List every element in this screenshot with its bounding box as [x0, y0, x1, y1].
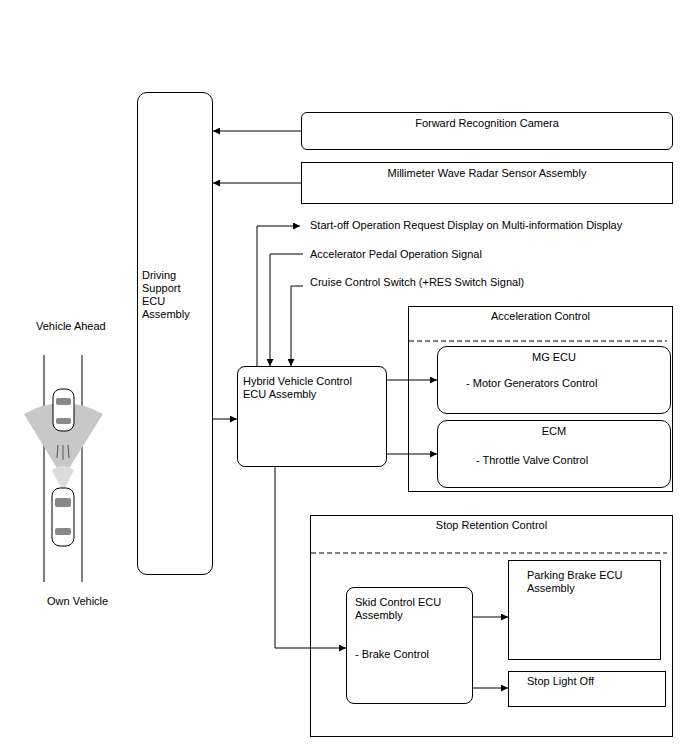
node-title: Forward Recognition Camera [302, 117, 672, 130]
road-line [82, 355, 83, 582]
group-box: Acceleration Control MG ECU - Motor Genera… [408, 306, 673, 492]
dashed-divider [409, 341, 667, 342]
illustration-label: Vehicle Ahead [36, 320, 106, 333]
node-title: Acceleration Control [409, 310, 672, 323]
dashed-divider [311, 553, 667, 554]
connector-arrow [213, 183, 301, 184]
signal-label: Start-off Operation Request Display on M… [310, 219, 622, 232]
ecu-box: Driving Support ECU Assembly [137, 92, 213, 575]
ecu-box: Parking Brake ECU Assembly [508, 560, 661, 660]
node-detail: - Motor Generators Control [466, 377, 670, 390]
connector-arrow [213, 419, 237, 420]
output-box: Stop Light Off [508, 671, 666, 707]
connector-arrow [387, 454, 437, 455]
node-title: Parking Brake ECU Assembly [527, 569, 647, 595]
signal-label: Cruise Control Switch (+RES Switch Signa… [310, 276, 524, 289]
illustration-label: Own Vehicle [47, 595, 108, 608]
ecu-box: MG ECU - Motor Generators Control [437, 346, 671, 414]
ecu-box: Skid Control ECU Assembly - Brake Control [346, 587, 473, 704]
group-box: Stop Retention ControlSkid Control ECU A… [310, 515, 673, 737]
own-vehicle-car [52, 488, 74, 546]
ecu-box: ECM - Throttle Valve Control [437, 420, 671, 488]
signal-line [291, 286, 303, 366]
node-title: Driving Support ECU Assembly [142, 269, 206, 321]
node-title: Hybrid Vehicle Control ECU Assembly [243, 375, 373, 401]
vehicle-ahead-car [53, 389, 74, 431]
ecu-box: Hybrid Vehicle Control ECU Assembly [237, 366, 387, 467]
node-title: Millimeter Wave Radar Sensor Assembly [302, 167, 672, 180]
signal-line [257, 226, 300, 366]
dashes [57, 445, 69, 460]
node-detail: - Brake Control [355, 648, 472, 661]
road-line [44, 355, 45, 582]
connector-arrow [387, 380, 437, 381]
connector-arrow [473, 688, 508, 689]
signal-line [270, 254, 303, 366]
connector-arrow [213, 131, 301, 132]
connector-arrow [473, 617, 508, 618]
sensor-box: Forward Recognition Camera [301, 112, 673, 150]
node-title: Stop Retention Control [311, 519, 672, 532]
node-title: Skid Control ECU Assembly [355, 596, 461, 622]
node-detail: - Throttle Valve Control [476, 454, 670, 467]
node-title: ECM [438, 425, 670, 438]
node-title: MG ECU [438, 351, 670, 364]
signal-label: Accelerator Pedal Operation Signal [310, 248, 482, 261]
node-title: Stop Light Off [527, 675, 665, 688]
sensor-box: Millimeter Wave Radar Sensor Assembly [301, 162, 673, 204]
